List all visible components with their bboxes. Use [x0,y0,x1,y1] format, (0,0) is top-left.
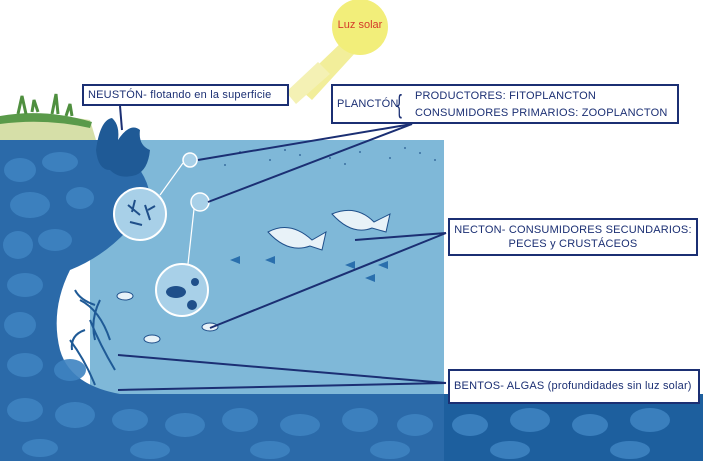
sun-label: Luz solar [337,19,383,31]
plancton-label-box: PLANCTÓN { PRODUCTORES: FITOPLANCTON CON… [331,84,679,124]
sun [332,0,388,55]
necton-label-box: NECTON- CONSUMIDORES SECUNDARIOS: PECES … [448,218,698,256]
shore-grass [0,93,96,140]
plankton-dot-1 [182,152,198,168]
plancton-consumidores: CONSUMIDORES PRIMARIOS: ZOOPLANCTON [415,107,668,119]
neuston-plants [96,118,150,177]
large-fish [267,209,391,251]
plancton-productores: PRODUCTORES: FITOPLANCTON [415,90,597,102]
algae [69,289,116,386]
phytoplankton-zoom [113,187,167,241]
bentos-label: BENTOS- ALGAS (profundidades sin luz sol… [448,369,700,404]
necton-line1: NECTON- CONSUMIDORES SECUNDARIOS: [454,224,692,236]
sunlight-arrow [286,40,356,104]
crustaceans [116,291,219,344]
rocky-slope [0,140,444,461]
plancton-title: PLANCTÓN [337,98,399,110]
connector-lines [117,105,447,391]
plankton-dot-2 [190,192,210,212]
brace-icon: { [396,89,403,119]
rocks [3,152,670,459]
necton-line2: PECES y CRUSTÁCEOS [508,238,638,250]
zooplankton-zoom [155,263,209,317]
neuston-label: NEUSTÓN- flotando en la superficie [82,84,289,106]
small-fish [230,256,388,282]
